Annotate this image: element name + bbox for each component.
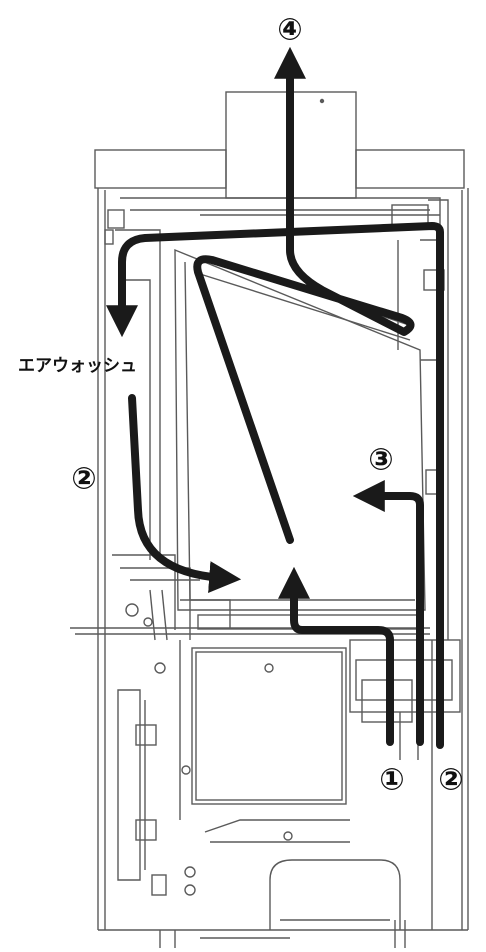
svg-text:①: ① bbox=[379, 763, 404, 798]
svg-text:③: ③ bbox=[368, 443, 393, 478]
flow-path-3 bbox=[352, 480, 424, 746]
flow-path-2-left bbox=[128, 394, 242, 594]
marker-2-right: ② bbox=[438, 763, 463, 798]
svg-text:②: ② bbox=[71, 462, 96, 497]
airflow-paths bbox=[106, 46, 444, 749]
marker-2-left: ② bbox=[71, 462, 96, 497]
air-wash-label: エアウォッシュ bbox=[18, 356, 137, 376]
svg-text:④: ④ bbox=[277, 13, 302, 48]
marker-3: ③ bbox=[368, 443, 393, 478]
flow-path-4 bbox=[193, 46, 415, 544]
appliance-outline bbox=[70, 91, 469, 948]
svg-text:②: ② bbox=[438, 763, 463, 798]
marker-4: ④ bbox=[277, 13, 302, 48]
marker-1: ① bbox=[379, 763, 404, 798]
flow-path-1 bbox=[278, 566, 394, 746]
